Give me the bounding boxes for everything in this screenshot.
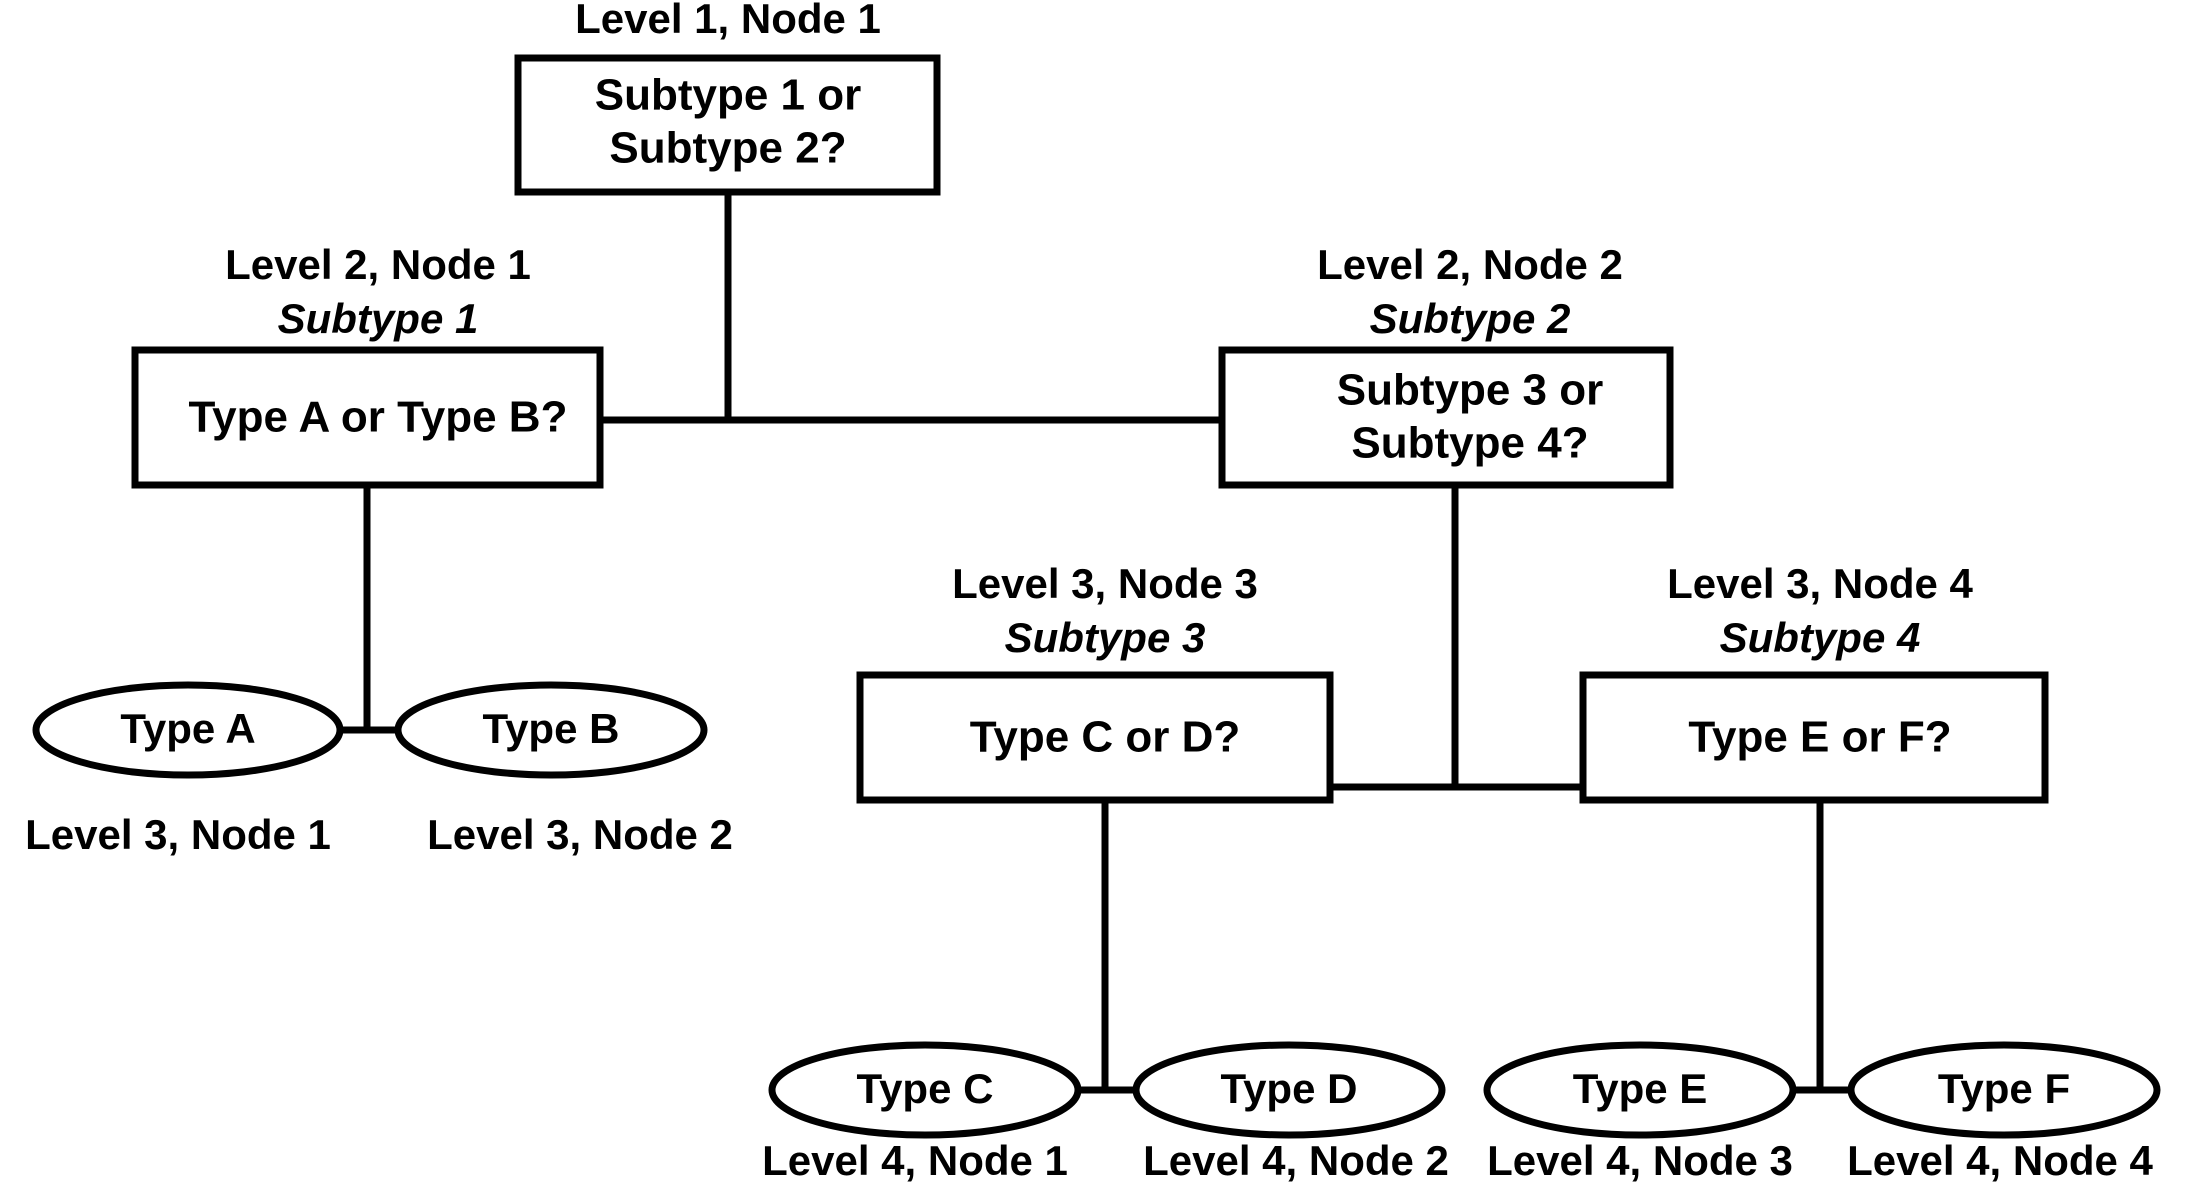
leaf-type-a-ellipse[interactable] bbox=[32, 681, 344, 779]
node-level1-node1-text-line1: Subtype 1 or bbox=[595, 71, 862, 120]
leaf-type-d-label: Type D bbox=[1221, 1065, 1358, 1112]
leaf-type-c[interactable]: Type C Level 4, Node 1 bbox=[762, 1041, 1082, 1184]
node-level1-node1-text-line2: Subtype 2? bbox=[609, 124, 846, 173]
leaf-type-d-caption: Level 4, Node 2 bbox=[1143, 1137, 1449, 1184]
node-level2-node1-box[interactable] bbox=[131, 346, 604, 489]
leaf-type-b[interactable]: Type B Level 3, Node 2 bbox=[394, 681, 733, 858]
leaf-type-a-label: Type A bbox=[120, 705, 255, 752]
node-level3-node4[interactable]: Level 3, Node 4 Subtype 4 Type E or F? bbox=[1579, 560, 2049, 804]
node-level2-node1-caption: Level 2, Node 1 bbox=[225, 241, 531, 288]
leaf-type-f[interactable]: Type F Level 4, Node 4 bbox=[1847, 1041, 2161, 1184]
leaf-type-f-label: Type F bbox=[1938, 1065, 2070, 1112]
node-level2-node2-box[interactable] bbox=[1218, 346, 1674, 489]
node-level2-node2-text-line2: Subtype 4? bbox=[1351, 419, 1588, 468]
node-level2-node1-text-line1: Type A or Type B? bbox=[189, 393, 568, 442]
node-level3-node4-text-line1: Type E or F? bbox=[1688, 713, 1951, 762]
node-level2-node1-subtype: Subtype 1 bbox=[278, 295, 479, 342]
node-level2-node2-caption: Level 2, Node 2 bbox=[1317, 241, 1623, 288]
leaf-type-c-label: Type C bbox=[857, 1065, 994, 1112]
leaf-type-d-ellipse[interactable] bbox=[1132, 1041, 1446, 1139]
node-level1-node1-box[interactable] bbox=[514, 54, 941, 196]
node-level3-node3-caption: Level 3, Node 3 bbox=[952, 560, 1258, 607]
leaf-type-b-ellipse[interactable] bbox=[394, 681, 708, 779]
leaf-type-f-caption: Level 4, Node 4 bbox=[1847, 1137, 2153, 1184]
node-level2-node2-subtype: Subtype 2 bbox=[1370, 295, 1571, 342]
leaf-type-a[interactable]: Type A Level 3, Node 1 bbox=[25, 681, 344, 858]
leaf-type-d[interactable]: Type D Level 4, Node 2 bbox=[1132, 1041, 1449, 1184]
leaf-type-e-label: Type E bbox=[1573, 1065, 1708, 1112]
node-level3-node3-box[interactable] bbox=[856, 671, 1334, 804]
node-level1-node1-caption: Level 1, Node 1 bbox=[575, 0, 881, 42]
leaf-type-c-caption: Level 4, Node 1 bbox=[762, 1137, 1068, 1184]
leaf-type-e-caption: Level 4, Node 3 bbox=[1487, 1137, 1793, 1184]
node-level3-node4-subtype: Subtype 4 bbox=[1720, 614, 1921, 661]
node-level2-node1[interactable]: Level 2, Node 1 Subtype 1 Type A or Type… bbox=[131, 241, 604, 489]
node-level3-node3-text-line1: Type C or D? bbox=[970, 713, 1241, 762]
node-level3-node3[interactable]: Level 3, Node 3 Subtype 3 Type C or D? bbox=[856, 560, 1334, 804]
node-level3-node3-subtype: Subtype 3 bbox=[1005, 614, 1206, 661]
leaf-type-c-ellipse[interactable] bbox=[768, 1041, 1082, 1139]
node-level1-node1[interactable]: Level 1, Node 1 Subtype 1 or Subtype 2? bbox=[514, 0, 941, 196]
leaf-type-e-ellipse[interactable] bbox=[1483, 1041, 1797, 1139]
leaf-type-b-label: Type B bbox=[483, 705, 620, 752]
node-level3-node4-caption: Level 3, Node 4 bbox=[1667, 560, 1973, 607]
leaf-type-a-caption: Level 3, Node 1 bbox=[25, 811, 331, 858]
node-level2-node2-text-line1: Subtype 3 or bbox=[1337, 366, 1604, 415]
leaf-type-e[interactable]: Type E Level 4, Node 3 bbox=[1483, 1041, 1797, 1184]
connector-group bbox=[340, 192, 1851, 1094]
leaf-type-f-ellipse[interactable] bbox=[1847, 1041, 2161, 1139]
node-level2-node2[interactable]: Level 2, Node 2 Subtype 2 Subtype 3 or S… bbox=[1218, 241, 1674, 489]
leaf-type-b-caption: Level 3, Node 2 bbox=[427, 811, 733, 858]
node-level3-node4-box[interactable] bbox=[1579, 671, 2049, 804]
